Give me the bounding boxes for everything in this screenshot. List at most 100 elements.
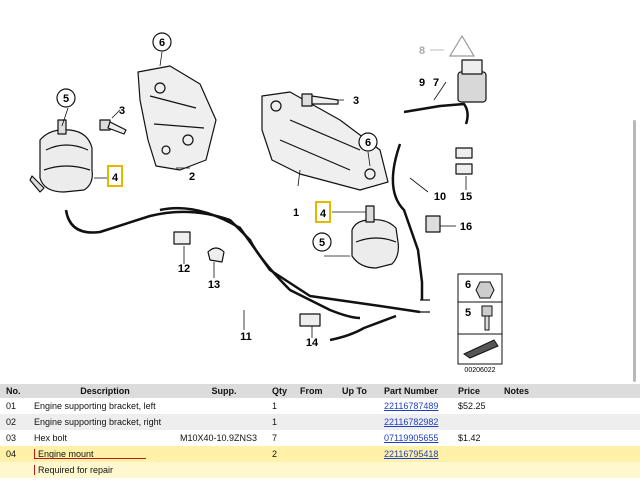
row-from [298, 446, 340, 462]
bolt-icon [481, 305, 493, 317]
hose-clip-13[interactable] [207, 247, 225, 263]
header-supp: Supp. [178, 384, 270, 398]
row-supp [178, 398, 270, 414]
table-header-row: No. Description Supp. Qty From Up To Par… [0, 384, 640, 398]
part-number-link[interactable]: 22116787489 [384, 401, 439, 411]
svg-text:9: 9 [419, 77, 425, 89]
header-price: Price [456, 384, 502, 398]
vacuum-hose-right[interactable] [329, 102, 469, 342]
row-from [298, 398, 340, 414]
hex-bolt-right[interactable] [301, 93, 339, 107]
svg-text:6: 6 [159, 37, 165, 49]
row-no: 04 [0, 446, 32, 462]
callout-3-right[interactable]: 3 [353, 95, 359, 107]
svg-text:4: 4 [112, 172, 119, 184]
svg-text:4: 4 [320, 208, 327, 220]
callout-8[interactable]: 8 [419, 34, 476, 57]
svg-text:16: 16 [460, 221, 472, 233]
row-upto [340, 430, 382, 446]
callout-16[interactable]: 16 [460, 221, 472, 233]
part-number-link[interactable]: 22116795418 [384, 449, 439, 459]
row-notes [502, 414, 640, 430]
callout-6-top[interactable]: 6 [152, 32, 172, 52]
hex-bolt-left[interactable] [99, 119, 127, 135]
row-description: Hex bolt [34, 433, 68, 443]
callout-5-left[interactable]: 5 [56, 88, 76, 108]
engine-bracket-left[interactable] [137, 65, 217, 171]
svg-text:7: 7 [433, 77, 439, 89]
grommet-16[interactable] [425, 215, 441, 233]
table-note-row: Required for repair [0, 462, 640, 478]
row-description: Engine mount [38, 449, 94, 459]
callout-11[interactable]: 11 [240, 331, 252, 343]
callout-2[interactable]: 2 [189, 171, 195, 183]
exploded-parts-diagram: 6 5 3 4 2 3 6 1 4 5 [29, 32, 503, 374]
callout-15[interactable]: 15 [460, 191, 472, 203]
warning-triangle-icon [448, 34, 476, 57]
required-for-repair-note: Required for repair [38, 465, 114, 475]
svg-text:13: 13 [208, 279, 220, 291]
svg-text:10: 10 [434, 191, 446, 203]
row-description: Engine supporting bracket, right [32, 414, 178, 430]
svg-text:8: 8 [419, 45, 425, 57]
callout-4-right[interactable]: 4 [315, 201, 331, 223]
svg-text:3: 3 [119, 105, 125, 117]
svg-text:1: 1 [293, 207, 299, 219]
svg-text:11: 11 [240, 331, 252, 343]
hose-clip-14[interactable] [299, 313, 321, 327]
row-price [456, 446, 502, 462]
scrollbar[interactable] [633, 120, 636, 382]
selected-description-box: Engine mount [34, 449, 176, 459]
callout-13[interactable]: 13 [208, 279, 220, 291]
svg-text:6: 6 [465, 279, 471, 291]
engine-mount-right[interactable] [351, 205, 399, 269]
callout-9[interactable]: 9 [419, 77, 425, 89]
legend-box: 6 5 00206022 [457, 273, 503, 374]
header-part-number: Part Number [382, 384, 456, 398]
header-no: No. [0, 384, 32, 398]
svg-text:5: 5 [319, 237, 325, 249]
engine-mount-left[interactable] [29, 119, 93, 193]
row-supp [178, 446, 270, 462]
row-notes [502, 430, 640, 446]
callout-3-left[interactable]: 3 [119, 105, 125, 117]
row-from [298, 414, 340, 430]
callout-12[interactable]: 12 [178, 263, 190, 275]
solenoid-valve-7[interactable] [457, 59, 487, 103]
callout-4-left[interactable]: 4 [107, 165, 123, 187]
callout-10[interactable]: 10 [434, 191, 446, 203]
part-number-link[interactable]: 22116782982 [384, 417, 439, 427]
table-row-selected[interactable]: 04 Engine mount 2 22116795418 [0, 446, 640, 462]
row-qty: 1 [272, 401, 278, 411]
row-upto [340, 414, 382, 430]
row-no: 02 [0, 414, 32, 430]
row-notes [502, 398, 640, 414]
table-row[interactable]: 03 Hex bolt M10X40-10.9ZNS3 7 0711990565… [0, 430, 640, 446]
svg-text:2: 2 [189, 171, 195, 183]
row-from [298, 430, 340, 446]
row-supp [178, 414, 270, 430]
row-price: $1.42 [458, 433, 481, 443]
callout-6-right[interactable]: 6 [358, 132, 378, 152]
engine-bracket-right[interactable] [261, 91, 389, 191]
diagram-id-label: 00206022 [464, 367, 495, 374]
svg-text:14: 14 [306, 337, 319, 349]
row-upto [340, 398, 382, 414]
nut-icon [475, 281, 495, 299]
hose-clip-15[interactable] [455, 147, 473, 175]
svg-text:12: 12 [178, 263, 190, 275]
callout-5-right[interactable]: 5 [312, 232, 332, 252]
part-number-link[interactable]: 07119905655 [384, 433, 439, 443]
table-row[interactable]: 01 Engine supporting bracket, left 1 221… [0, 398, 640, 414]
row-supp: M10X40-10.9ZNS3 [180, 433, 258, 443]
hose-clip-12[interactable] [173, 231, 191, 245]
callout-7[interactable]: 7 [433, 77, 439, 89]
callout-1[interactable]: 1 [293, 207, 299, 219]
table-row[interactable]: 02 Engine supporting bracket, right 1 22… [0, 414, 640, 430]
svg-text:5: 5 [63, 93, 69, 105]
header-from: From [298, 384, 340, 398]
header-description: Description [32, 384, 178, 398]
svg-text:3: 3 [353, 95, 359, 107]
callout-14[interactable]: 14 [306, 337, 319, 349]
row-qty: 7 [272, 433, 278, 443]
